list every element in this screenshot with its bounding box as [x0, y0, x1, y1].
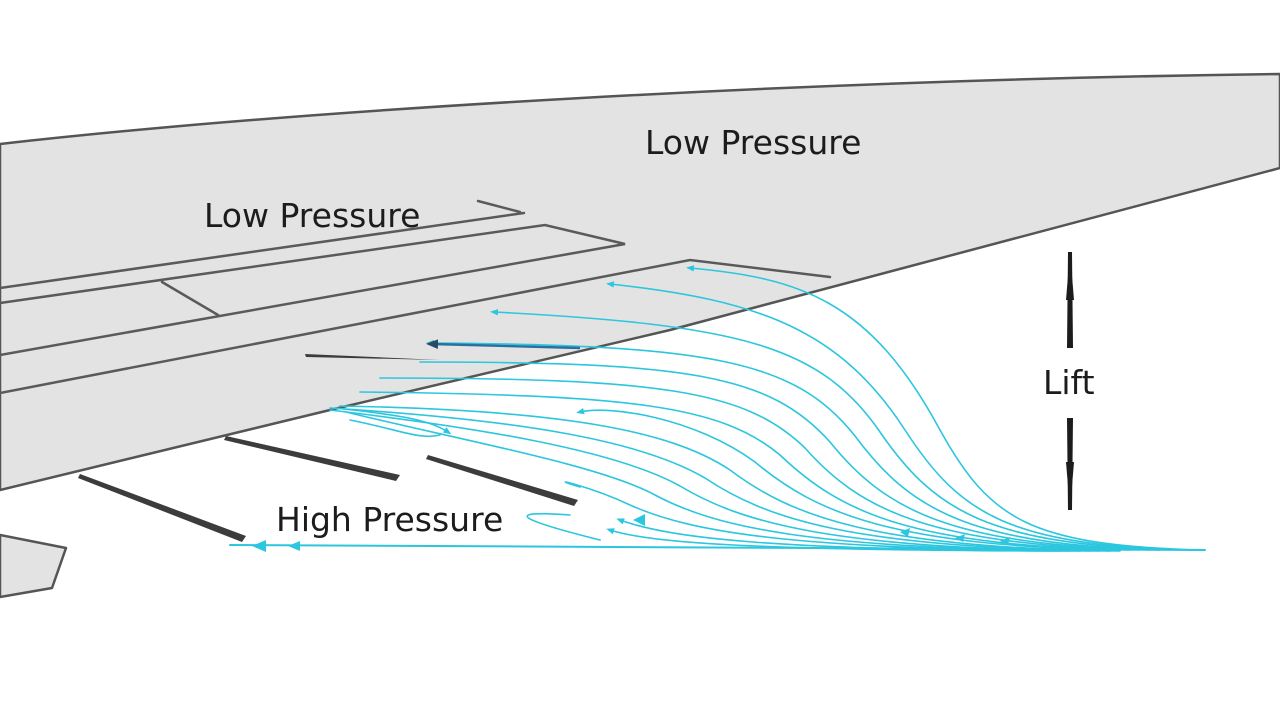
- lift-label: Lift: [1043, 363, 1095, 402]
- streamline-4: [426, 339, 1171, 551]
- streamline-6: [379, 377, 1151, 551]
- streamline-12: [345, 411, 1091, 552]
- wing-tip-panel: [0, 533, 68, 599]
- streamline-5: [419, 361, 1161, 551]
- panel-line-2: [0, 223, 626, 357]
- low-pressure-upper-label: Low Pressure: [645, 123, 862, 162]
- streamline-16: [526, 512, 601, 541]
- lift-arrow-icon: [1066, 252, 1074, 510]
- streamline-loop-a: [334, 407, 452, 435]
- arrowhead-2: [288, 541, 300, 551]
- arrowhead-4: [900, 528, 910, 537]
- panel-line-5: [476, 199, 522, 214]
- streamline-loop-b: [349, 419, 441, 438]
- strake-3: [426, 455, 578, 506]
- streamline-10: [329, 407, 1111, 552]
- high-pressure-label: High Pressure: [276, 500, 504, 539]
- wing-body: [0, 72, 1280, 492]
- streamline-8: [576, 407, 1131, 551]
- streamline-13: [564, 481, 1081, 552]
- arrowhead-3: [633, 514, 645, 526]
- panel-line-4: [160, 280, 220, 317]
- flap-panel-lines: [0, 199, 832, 395]
- dark-flow-arrow: [426, 339, 581, 350]
- streamline-9: [339, 405, 1121, 552]
- low-pressure-lower-label: Low Pressure: [204, 196, 421, 235]
- streamline-1: [686, 265, 1201, 551]
- strake-4: [78, 474, 246, 542]
- underwing-strakes: [78, 354, 578, 542]
- streamline-15: [606, 528, 1061, 552]
- streamline-3: [490, 309, 1181, 551]
- panel-line-1: [0, 211, 526, 290]
- arrowhead-6: [1000, 537, 1010, 545]
- panel-line-3: [0, 258, 832, 395]
- flow-arrowheads: [252, 514, 1010, 552]
- arrowhead-1: [252, 540, 266, 552]
- streamline-2: [606, 281, 1191, 551]
- strake-1: [305, 354, 440, 360]
- strake-2: [224, 436, 400, 481]
- streamline-11: [329, 409, 1101, 552]
- airflow-streamlines: [229, 265, 1206, 552]
- arrowhead-5: [955, 534, 965, 542]
